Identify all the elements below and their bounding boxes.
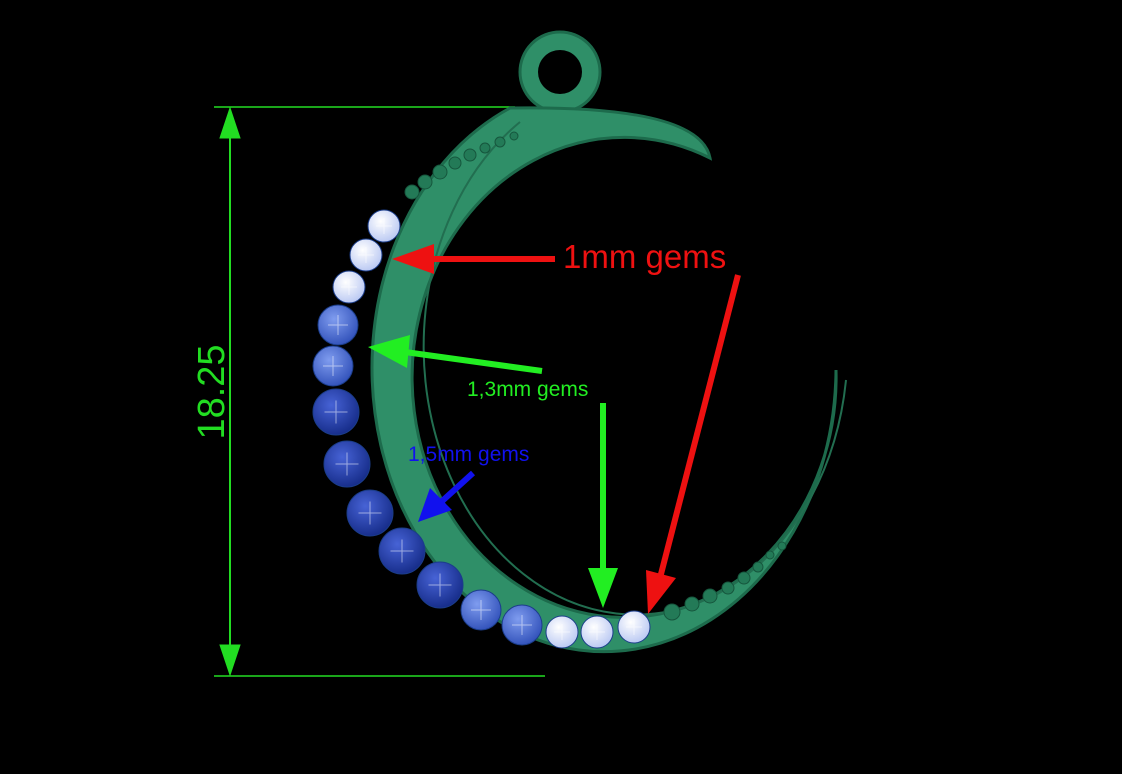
arrow-1mm-down xyxy=(657,274,741,579)
callout-1mm: 1mm gems xyxy=(392,238,741,614)
metal-bead xyxy=(684,596,700,612)
metal-bead xyxy=(417,174,433,190)
dimension-arrow-bottom xyxy=(219,644,241,677)
dimension-arrow-top xyxy=(219,106,241,139)
callout-13mm: 1,3mm gems xyxy=(368,335,618,608)
arrow-1mm-down-head xyxy=(646,570,676,614)
gem-settings xyxy=(312,209,651,649)
metal-bead xyxy=(777,541,787,551)
arrow-15mm xyxy=(437,470,476,506)
metal-bead xyxy=(479,142,491,154)
gem-facet xyxy=(335,452,359,476)
gem-facet xyxy=(626,619,642,635)
gem-facet xyxy=(324,400,348,424)
gem-facet xyxy=(376,218,392,234)
metal-bead xyxy=(494,136,506,148)
label-13mm-gems: 1,3mm gems xyxy=(467,378,588,401)
gem-facet xyxy=(471,600,491,620)
gem-facet xyxy=(323,356,343,376)
metal-bead xyxy=(663,603,681,621)
crescent-body xyxy=(370,106,838,654)
metal-bead xyxy=(509,131,519,141)
gem-facet xyxy=(390,539,414,563)
bail-hole xyxy=(538,50,582,94)
metal-bead xyxy=(752,561,764,573)
arrow-13mm-left xyxy=(404,349,543,374)
gem-facet xyxy=(554,624,570,640)
dimension-annotation: 18.25 xyxy=(191,106,545,677)
arrow-1mm-left-head xyxy=(392,244,434,274)
gem-facet xyxy=(358,501,382,525)
metal-bead xyxy=(702,588,718,604)
crescent-groove xyxy=(422,121,847,616)
metal-bead xyxy=(721,581,735,595)
callout-15mm: 1,5mm gems xyxy=(408,443,529,522)
gem-facet xyxy=(589,624,605,640)
gem-facet xyxy=(341,279,357,295)
gem-facet xyxy=(428,573,452,597)
metal-bead xyxy=(737,571,751,585)
metal-bead xyxy=(765,550,775,560)
arrow-15mm-head xyxy=(418,488,452,522)
gem-facet xyxy=(328,315,348,335)
metal-beads xyxy=(404,131,787,621)
arrow-13mm-left-head xyxy=(368,335,410,368)
gem-facet xyxy=(358,247,374,263)
arrow-13mm-down-head xyxy=(588,568,618,608)
metal-bead xyxy=(432,164,448,180)
label-1mm-gems: 1mm gems xyxy=(563,238,726,275)
dimension-value: 18.25 xyxy=(191,344,233,439)
metal-bead xyxy=(463,148,477,162)
gem-facet xyxy=(512,615,532,635)
metal-bead xyxy=(404,184,420,200)
crescent-pendant xyxy=(312,30,847,654)
metal-bead xyxy=(448,156,462,170)
label-15mm-gems: 1,5mm gems xyxy=(408,443,529,466)
